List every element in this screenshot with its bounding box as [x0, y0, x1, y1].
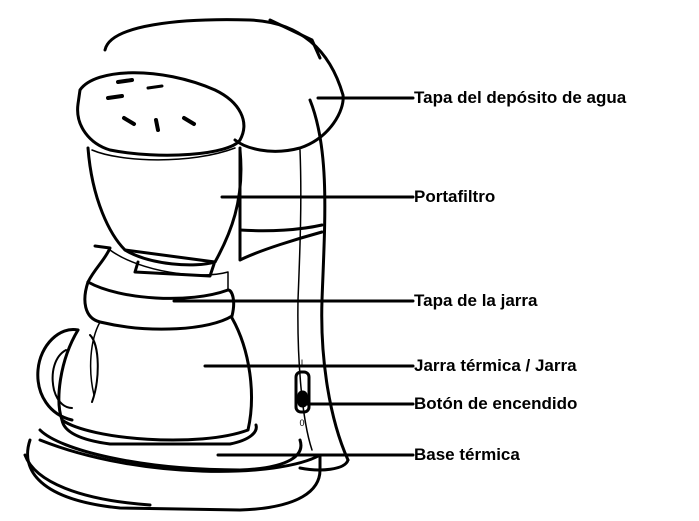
tapa-deposito-shape [76, 18, 345, 161]
jarra-shape [36, 316, 258, 446]
portafiltro-shape [86, 146, 243, 278]
base-termica [23, 428, 322, 512]
tapa-jarra-shape [83, 244, 236, 331]
label-tapa-jarra: Tapa de la jarra [414, 291, 538, 310]
leader-lines [172, 96, 415, 457]
label-jarra: Jarra térmica / Jarra [414, 356, 577, 375]
power-switch-shape [294, 370, 311, 414]
switch-off-mark: 0 [299, 418, 304, 428]
label-tapa-deposito: Tapa del depósito de agua [414, 88, 627, 107]
switch-on-mark: I [301, 358, 304, 368]
machine-body [238, 98, 350, 472]
label-base: Base térmica [414, 445, 520, 464]
label-portafiltro: Portafiltro [414, 187, 496, 206]
label-boton: Botón de encendido [414, 394, 578, 413]
